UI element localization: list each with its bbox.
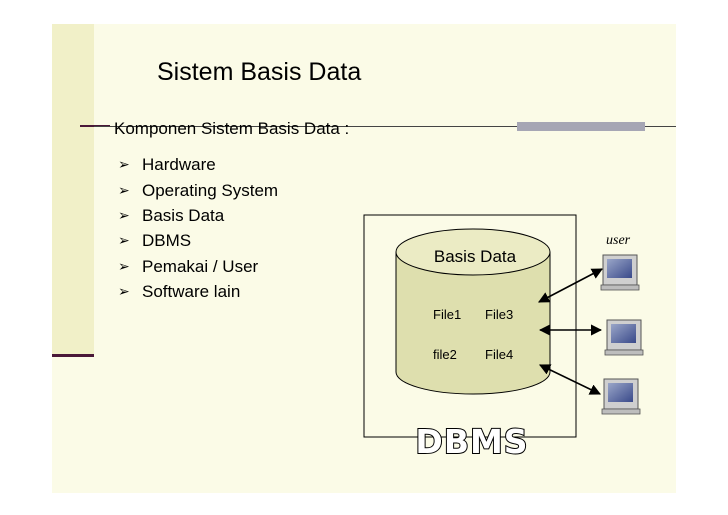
file-label: File4 — [485, 347, 513, 362]
user-label: user — [606, 233, 631, 248]
arrow-bullet-icon: ➢ — [118, 156, 130, 173]
arrow-bullet-icon: ➢ — [118, 232, 130, 249]
file-label: File3 — [485, 307, 513, 322]
title-rule — [94, 126, 676, 127]
component-list: ➢Hardware ➢Operating System ➢Basis Data … — [118, 152, 278, 304]
computer-icon — [604, 319, 644, 356]
computer-icon — [601, 378, 641, 415]
list-item: ➢Hardware — [118, 152, 278, 177]
file-label: File1 — [433, 307, 461, 322]
slide-title: Sistem Basis Data — [157, 58, 362, 86]
database-label: Basis Data — [434, 247, 517, 266]
dbms-label: DBMS — [415, 422, 528, 461]
arrow-bullet-icon: ➢ — [118, 181, 130, 198]
decorative-gray-bar — [517, 122, 645, 131]
connection-arrow — [538, 364, 602, 395]
list-item: ➢Software lain — [118, 279, 278, 304]
side-accent-divider — [52, 354, 94, 357]
list-item: ➢Pemakai / User — [118, 254, 278, 279]
list-item: ➢Basis Data — [118, 203, 278, 228]
arrow-bullet-icon: ➢ — [118, 257, 130, 274]
list-item: ➢DBMS — [118, 228, 278, 253]
arrow-bullet-icon: ➢ — [118, 283, 130, 300]
arrow-bullet-icon: ➢ — [118, 206, 130, 223]
list-item: ➢Operating System — [118, 177, 278, 202]
computer-icon — [600, 254, 640, 291]
side-accent-bar — [52, 24, 94, 356]
connection-arrow — [538, 268, 603, 303]
database-cylinder — [395, 228, 551, 395]
subheading: Komponen Sistem Basis Data : — [114, 119, 350, 138]
file-label: file2 — [433, 347, 457, 362]
